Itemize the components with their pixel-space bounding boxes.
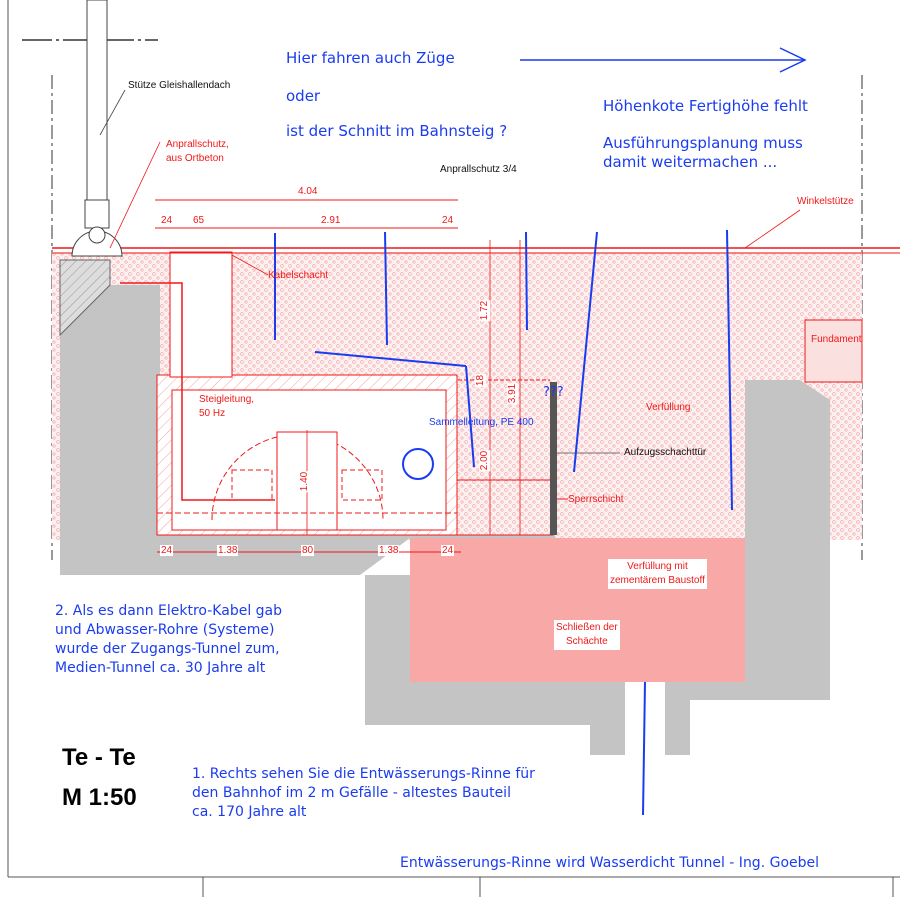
label-close-shafts: Schließen der Schächte: [554, 620, 620, 650]
question-marks: ???: [543, 385, 564, 400]
section-title: Te - Te: [62, 744, 136, 771]
dim-top: 65: [192, 215, 206, 226]
label-collector: Sammelleitung, PE 400: [429, 417, 534, 428]
label-impact-1: Anprallschutz,: [166, 139, 229, 150]
label-cable-shaft: Kabelschacht: [268, 270, 329, 281]
vault-outline: [211, 434, 384, 521]
note-1-line: ca. 170 Jahre alt: [192, 804, 307, 820]
label-foundation: Fundament: [811, 334, 862, 345]
label-impact-34: Anprallschutz 3/4: [440, 164, 517, 175]
note-2-line: wurde der Zugangs-Tunnel zum,: [55, 641, 280, 657]
label-backfill: Verfüllung: [646, 402, 691, 413]
dim-h18: 18: [475, 373, 487, 388]
note-2-line: und Abwasser-Rohre (Systeme): [55, 622, 275, 638]
dim-top: 2.91: [320, 215, 342, 226]
dim-total: 4.04: [297, 186, 319, 197]
annotation-platform-question: ist der Schnitt im Bahnsteig ?: [286, 122, 508, 140]
label-close-shafts-2: Schächte: [566, 636, 608, 647]
dim-h140: 1.40: [299, 470, 311, 493]
elevator-door: [550, 382, 557, 535]
note-1: 1. Rechts sehen Sie die Entwässerungs-Ri…: [192, 765, 535, 822]
column: [86, 0, 108, 201]
dim-h172: 1.72: [479, 299, 491, 322]
note-2-line: 2. Als es dann Elektro-Kabel gab: [55, 603, 283, 619]
dim-bottom: 80: [301, 545, 315, 556]
note-2-line: Medien-Tunnel ca. 30 Jahre alt: [55, 660, 266, 676]
note-2: 2. Als es dann Elektro-Kabel gab und Abw…: [55, 602, 282, 678]
label-cement-fill-2: zementärem Baustoff: [610, 575, 705, 586]
annotation-trains: Hier fahren auch Züge: [286, 49, 455, 67]
annotation-planning-1: Ausführungsplanung muss: [603, 134, 803, 152]
dim-h391: 3.91: [507, 382, 519, 405]
dim-top: 24: [160, 215, 174, 226]
dim-bottom: 24: [160, 545, 174, 556]
footer-caption: Entwässerungs-Rinne wird Wasserdicht Tun…: [400, 855, 820, 871]
collector-pipe: [402, 448, 434, 480]
label-riser-2: 50 Hz: [199, 408, 226, 419]
note-1-line: 1. Rechts sehen Sie die Entwässerungs-Ri…: [192, 766, 535, 782]
note-1-line: den Bahnhof im 2 m Gefälle - altestes Ba…: [192, 785, 511, 801]
drain-channel-concrete: [365, 380, 830, 755]
label-impact-2: aus Ortbeton: [166, 153, 224, 164]
label-elevator-door: Aufzugsschachttür: [624, 447, 707, 458]
label-angle-support: Winkelstütze: [797, 196, 854, 207]
dim-bottom: 1.38: [378, 545, 400, 556]
blue-markup: [274, 47, 807, 816]
label-cement-fill: Verfüllung mit zementärem Baustoff: [608, 559, 707, 589]
annotation-or: oder: [286, 87, 321, 105]
dim-bottom: 1.38: [217, 545, 239, 556]
label-barrier: Sperrschicht: [568, 494, 624, 505]
cable-shaft: [169, 251, 233, 378]
label-column: Stütze Gleishallendach: [128, 80, 231, 91]
label-riser-1: Steigleitung,: [199, 394, 255, 405]
label-close-shafts-1: Schließen der: [556, 622, 618, 633]
annotation-planning-2: damit weitermachen ...: [603, 153, 778, 171]
dim-top: 24: [441, 215, 455, 226]
dim-h200: 2.00: [479, 449, 491, 472]
dim-bottom: 24: [441, 545, 455, 556]
annotation-height-missing: Höhenkote Fertighöhe fehlt: [603, 97, 808, 115]
scale-label: M 1:50: [62, 784, 137, 811]
foundation: [804, 319, 863, 383]
label-cement-fill-1: Verfüllung mit: [627, 561, 688, 572]
